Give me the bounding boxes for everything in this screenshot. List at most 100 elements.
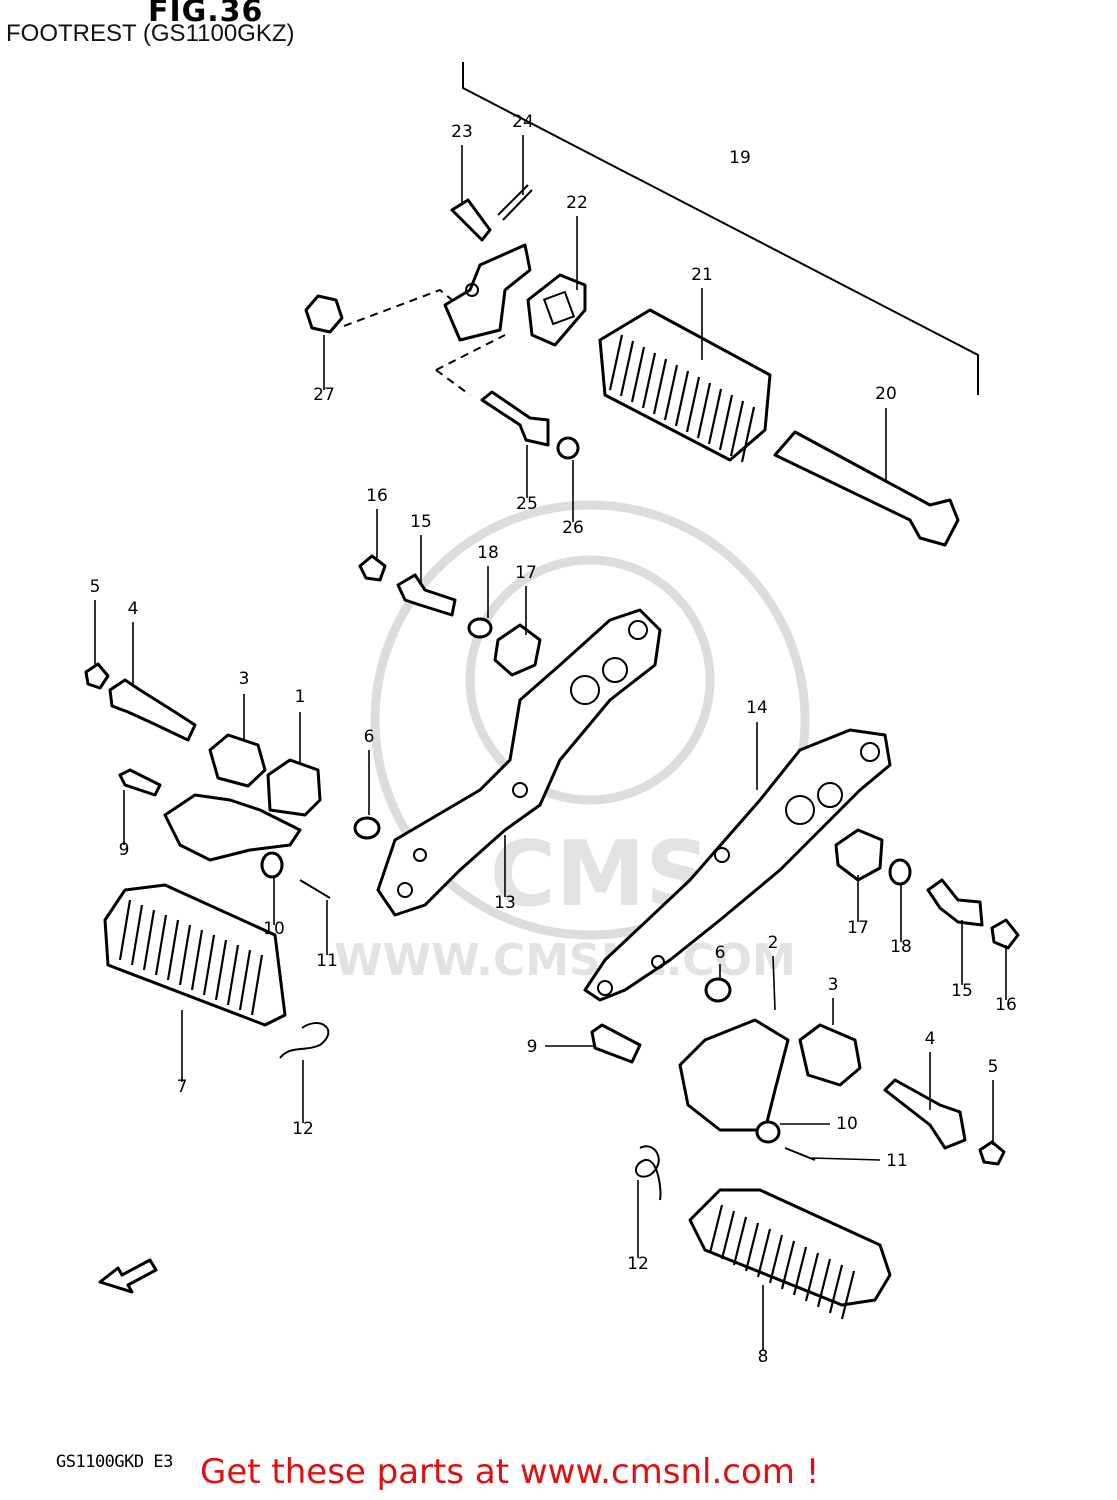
callout-1: 1 bbox=[295, 687, 306, 707]
part-pivot-left bbox=[163, 793, 302, 862]
callout-2: 2 bbox=[768, 933, 779, 953]
part-8-footrest-right bbox=[688, 1188, 892, 1307]
right-footrest-bracket bbox=[583, 728, 892, 1002]
left-footrest-bracket bbox=[376, 608, 662, 917]
callout-4: 4 bbox=[925, 1029, 936, 1049]
part-22-plate bbox=[526, 273, 587, 347]
callout-18: 18 bbox=[890, 937, 912, 957]
part-3-collar-left bbox=[208, 733, 267, 788]
callout-24: 24 bbox=[512, 112, 534, 132]
callout-3: 3 bbox=[828, 975, 839, 995]
rib-line bbox=[732, 1216, 748, 1266]
hole bbox=[602, 657, 628, 683]
leader-line-2 bbox=[772, 955, 776, 1011]
part-16-cap-left bbox=[358, 554, 387, 582]
part-25-bolt bbox=[480, 390, 550, 447]
rib-line bbox=[130, 904, 144, 966]
rib-line bbox=[226, 944, 240, 1006]
part-11-cotter-right bbox=[784, 1147, 816, 1161]
rib-line bbox=[608, 334, 624, 391]
rib-line bbox=[630, 346, 646, 403]
part-23-pin bbox=[450, 198, 492, 242]
dash-27 bbox=[343, 288, 453, 327]
callout-5: 5 bbox=[90, 577, 101, 597]
rib-line bbox=[804, 1252, 820, 1302]
part-14-footrest-bracket bbox=[583, 728, 892, 1002]
hole bbox=[597, 980, 613, 996]
rib-line bbox=[828, 1264, 844, 1314]
part-holder-bracket bbox=[443, 243, 532, 342]
rubber-21-ribs bbox=[608, 334, 756, 463]
callout-4: 4 bbox=[128, 599, 139, 619]
callout-10: 10 bbox=[836, 1114, 858, 1134]
callout-7: 7 bbox=[177, 1077, 188, 1097]
rib-line bbox=[708, 1204, 724, 1254]
part-12-spring-left bbox=[279, 1022, 330, 1059]
part-13-footrest-bracket bbox=[376, 608, 662, 917]
hole bbox=[465, 283, 479, 297]
part-10-washer-right bbox=[755, 1120, 781, 1144]
rib-line bbox=[178, 924, 192, 986]
model-code: GS1100GKD E3 bbox=[56, 1452, 173, 1472]
rib-line bbox=[250, 954, 264, 1016]
assembly-bracket-19 bbox=[462, 62, 979, 395]
rib-line bbox=[685, 376, 701, 433]
rubber-8-ribs bbox=[708, 1204, 856, 1320]
callout-11: 11 bbox=[316, 951, 338, 971]
rib-line bbox=[674, 370, 690, 427]
part-9-pin-right bbox=[590, 1023, 642, 1064]
rib-line bbox=[780, 1240, 796, 1290]
callout-17: 17 bbox=[847, 918, 869, 938]
part-4-bolt-left bbox=[108, 678, 197, 742]
rib-line bbox=[652, 358, 668, 415]
callout-16: 16 bbox=[995, 995, 1017, 1015]
part-17-collar-left bbox=[493, 623, 542, 677]
callout-leaders bbox=[94, 135, 1007, 1350]
right-footrest-assembly bbox=[590, 828, 1020, 1320]
rib-line bbox=[214, 939, 228, 1001]
part-4-bolt-right bbox=[883, 1078, 967, 1150]
rib-line bbox=[840, 1270, 856, 1320]
hole bbox=[860, 742, 880, 762]
part-12-spring-right bbox=[635, 1145, 662, 1201]
part-7-footrest-left bbox=[103, 883, 287, 1027]
part-18-washer-right bbox=[888, 858, 912, 886]
rib-line bbox=[720, 1210, 736, 1260]
rib-line bbox=[118, 899, 132, 961]
part-20-footrest-shaft bbox=[773, 430, 960, 547]
watermark-face bbox=[465, 555, 715, 805]
rib-line bbox=[707, 388, 723, 445]
rib-line bbox=[729, 400, 745, 457]
part-15-bolt-right bbox=[926, 878, 984, 927]
callout-6: 6 bbox=[364, 727, 375, 747]
rear-footrest-assembly bbox=[304, 184, 960, 547]
callout-15: 15 bbox=[410, 512, 432, 532]
callout-25: 25 bbox=[516, 494, 538, 514]
figure-subtitle: FOOTREST (GS1100GKZ) bbox=[6, 20, 295, 47]
callout-20: 20 bbox=[875, 384, 897, 404]
hole bbox=[570, 675, 600, 705]
callout-numbers: 1233445566789910101111121213141515161617… bbox=[90, 112, 1017, 1367]
part-9-pin-left bbox=[118, 768, 162, 797]
hole bbox=[628, 620, 648, 640]
watermark-url: WWW.CMSNL.COM bbox=[334, 935, 796, 986]
part-11-cotter-left bbox=[299, 879, 331, 899]
rib-line bbox=[190, 929, 204, 991]
rib-line bbox=[154, 914, 168, 976]
hole bbox=[785, 795, 815, 825]
hole bbox=[817, 782, 843, 808]
callout-8: 8 bbox=[758, 1347, 769, 1367]
watermark-ring bbox=[370, 500, 810, 940]
rib-line bbox=[663, 364, 679, 421]
rib-line bbox=[619, 340, 635, 397]
callout-23: 23 bbox=[451, 122, 473, 142]
hole bbox=[651, 955, 665, 969]
part-1-bushing-left bbox=[266, 758, 322, 817]
part-27-nut bbox=[304, 294, 344, 334]
part-18-washer-left bbox=[467, 617, 493, 639]
plate-slot bbox=[542, 290, 576, 326]
callout-5: 5 bbox=[988, 1057, 999, 1077]
rib-line bbox=[740, 406, 756, 463]
